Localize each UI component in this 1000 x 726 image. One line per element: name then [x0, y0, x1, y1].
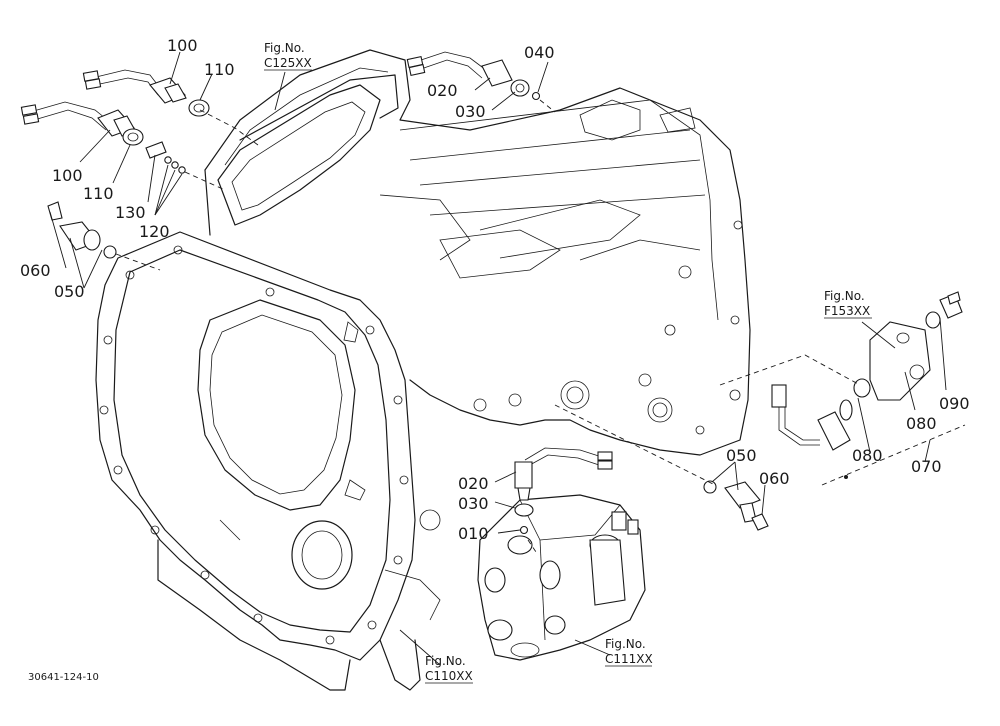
- callout-130: 130: [115, 203, 146, 222]
- control-valve-block: [477, 494, 646, 661]
- figref-c110-line2: C110XX: [425, 669, 473, 683]
- callout-020-center: 020: [458, 474, 489, 493]
- figref-f153-line1: Fig.No.: [824, 289, 865, 303]
- figref-c110-line1: Fig.No.: [425, 654, 466, 668]
- callout-100-lower: 100: [52, 166, 83, 185]
- figref-f153-line2: F153XX: [824, 304, 870, 318]
- callout-110-upper: 110: [204, 60, 235, 79]
- figref-c111-line1: Fig.No.: [605, 637, 646, 651]
- callout-060-left: 060: [20, 261, 51, 280]
- callout-040: 040: [524, 43, 555, 62]
- callout-050-right: 050: [726, 446, 757, 465]
- callout-080-upper: 080: [906, 414, 937, 433]
- figure-references: Fig.No. C125XX Fig.No. F153XX Fig.No. C1…: [264, 41, 872, 684]
- callout-030-center: 030: [458, 494, 489, 513]
- transmission-housing: [95, 49, 751, 691]
- callout-090: 090: [939, 394, 970, 413]
- switch-assembly: [771, 291, 963, 451]
- figref-c111[interactable]: Fig.No. C111XX: [605, 637, 653, 667]
- callout-030-top: 030: [455, 102, 486, 121]
- callout-010: 010: [458, 524, 489, 543]
- callout-120: 120: [139, 222, 170, 241]
- figref-c125-line2: C125XX: [264, 56, 312, 70]
- callout-080-lower: 080: [852, 446, 883, 465]
- callout-070: 070: [911, 457, 942, 476]
- pressure-switch-top: [406, 51, 541, 101]
- callout-110-lower: 110: [83, 184, 114, 203]
- figref-f153[interactable]: Fig.No. F153XX: [824, 289, 872, 319]
- figref-c111-line2: C111XX: [605, 652, 653, 666]
- pressure-switch-lower: [20, 101, 186, 174]
- callout-050-left: 050: [54, 282, 85, 301]
- figref-c125[interactable]: Fig.No. C125XX: [264, 41, 312, 71]
- figref-c110[interactable]: Fig.No. C110XX: [425, 654, 473, 684]
- pressure-switch-upper: [82, 69, 210, 117]
- pressure-switch-center: [514, 447, 613, 535]
- speed-sensor-left: [47, 201, 117, 259]
- drawing-code: 30641-124-10: [28, 672, 99, 683]
- figref-c125-line1: Fig.No.: [264, 41, 305, 55]
- speed-sensor-right: [703, 480, 769, 531]
- callout-100-upper: 100: [167, 36, 198, 55]
- callout-020-top: 020: [427, 81, 458, 100]
- callout-060-right: 060: [759, 469, 790, 488]
- leader-lines: [49, 51, 947, 666]
- assembly-guide-lines: [115, 99, 966, 556]
- callout-labels: 100 110 100 110 130 120 060 050 020 040 …: [20, 36, 970, 543]
